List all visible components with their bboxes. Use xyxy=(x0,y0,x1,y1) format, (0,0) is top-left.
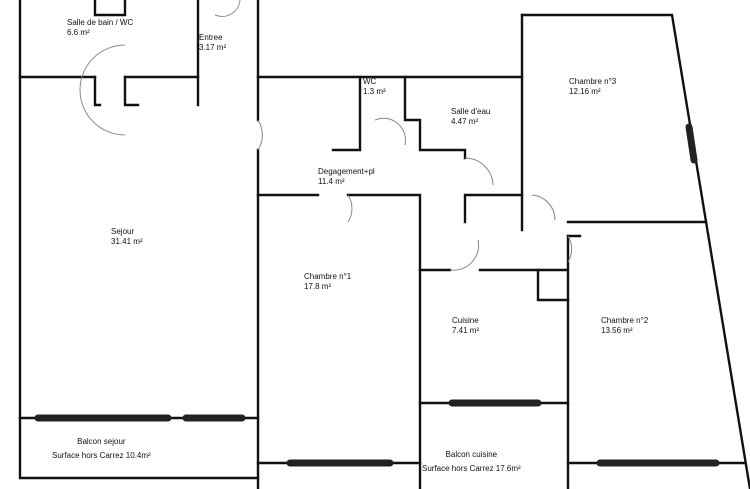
room-area: 6.6 m² xyxy=(67,28,90,37)
room-area: 7.41 m² xyxy=(452,326,480,335)
room-area: Surface hors Carrez 17.6m² xyxy=(422,464,521,473)
room-area: 11.4 m² xyxy=(318,177,345,186)
room-name: Balcon sejour xyxy=(77,437,126,446)
room-name: Chambre n°3 xyxy=(569,77,617,86)
room-area: 3.17 m² xyxy=(199,43,227,52)
room-area: 4.47 m² xyxy=(451,117,479,126)
room-area: 13.56 m² xyxy=(601,326,633,335)
room-name: Degagement+pl xyxy=(318,167,375,176)
room-name: Cuisine xyxy=(452,316,479,325)
room-area: 12.16 m² xyxy=(569,87,601,96)
room-name: WC xyxy=(363,77,377,86)
room-name: Salle d'eau xyxy=(451,107,491,116)
door-swings xyxy=(79,0,573,271)
room-area: 31.41 m² xyxy=(111,237,143,246)
room-name: Salle de bain / WC xyxy=(67,18,134,27)
room-area: 1.3 m² xyxy=(363,87,386,96)
room-name: Chambre n°1 xyxy=(304,272,352,281)
room-name: Balcon cuisine xyxy=(445,450,498,459)
room-name: Entree xyxy=(199,33,223,42)
room-name: Chambre n°2 xyxy=(601,316,649,325)
room-area: 17.8 m² xyxy=(304,282,332,291)
windows xyxy=(34,123,720,467)
room-name: Sejour xyxy=(111,227,135,236)
room-area: Surface hors Carrez 10.4m² xyxy=(52,451,151,460)
